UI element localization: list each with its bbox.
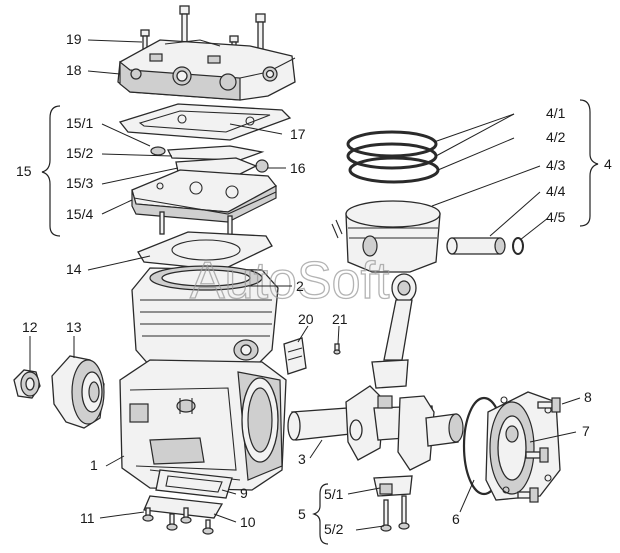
label-2: 2 [296,278,304,294]
part-11-bottom-bolts [142,507,214,535]
part-7-rear-cover [485,391,561,501]
part-21-screw [333,343,341,355]
part-20-plate [283,337,307,375]
part-15-valve-plate-assembly [131,145,277,223]
label-13: 13 [66,319,82,335]
leader-lines [29,39,581,531]
label-18: 18 [66,62,82,78]
part-14-cylinder-gasket [137,211,273,271]
label-4-5: 4/5 [546,209,566,225]
label-7: 7 [582,423,590,439]
part-13-gear [51,355,105,429]
label-12: 12 [22,319,38,335]
watermark-text: AutoSoft [190,252,390,310]
part-4-5-circlip [512,237,524,255]
label-5: 5 [298,506,306,522]
label-4-4: 4/4 [546,183,566,199]
label-4: 4 [604,156,612,172]
label-8: 8 [584,389,592,405]
label-15: 15 [16,163,32,179]
part-9-bottom-gasket [155,469,233,499]
label-4-2: 4/2 [546,129,566,145]
part-5-2-rod-bolts [380,495,410,532]
part-4-3-piston [331,200,441,273]
label-5-1: 5/1 [324,486,344,502]
label-6: 6 [452,511,460,527]
part-3-crankshaft [287,385,464,471]
label-5-2: 5/2 [324,521,344,537]
part-12-nut [13,369,41,399]
callout-labels: 19 18 17 16 15 15/1 15/2 15/3 15/4 14 2 … [16,31,612,537]
bracket-15 [41,105,61,237]
part-8-cover-bolts [517,397,561,503]
part-1-crankcase [119,359,287,491]
label-9: 9 [240,485,248,501]
part-5-1-rod-cap [373,475,413,497]
label-14: 14 [66,261,82,277]
label-3: 3 [298,451,306,467]
label-15-3: 15/3 [66,175,93,191]
part-2-cylinder [131,265,279,367]
label-21: 21 [332,311,348,327]
label-11: 11 [80,510,95,526]
part-17-head-gasket [118,103,292,141]
label-1: 1 [90,457,98,473]
part-4-2-piston-ring [348,156,440,184]
part-18-cylinder-head [117,39,296,101]
label-15-2: 15/2 [66,145,93,161]
bracket-4 [579,99,599,227]
label-19: 19 [66,31,82,47]
part-4-4-piston-pin [446,237,506,255]
connecting-rod [371,273,417,389]
label-20: 20 [298,311,314,327]
label-17: 17 [290,126,306,142]
label-4-1: 4/1 [546,105,566,121]
label-15-1: 15/1 [66,115,93,131]
label-15-4: 15/4 [66,206,93,222]
label-16: 16 [290,160,306,176]
part-10-bottom-cover [143,495,224,519]
bracket-5 [312,483,329,545]
label-10: 10 [240,514,256,530]
label-4-3: 4/3 [546,157,566,173]
